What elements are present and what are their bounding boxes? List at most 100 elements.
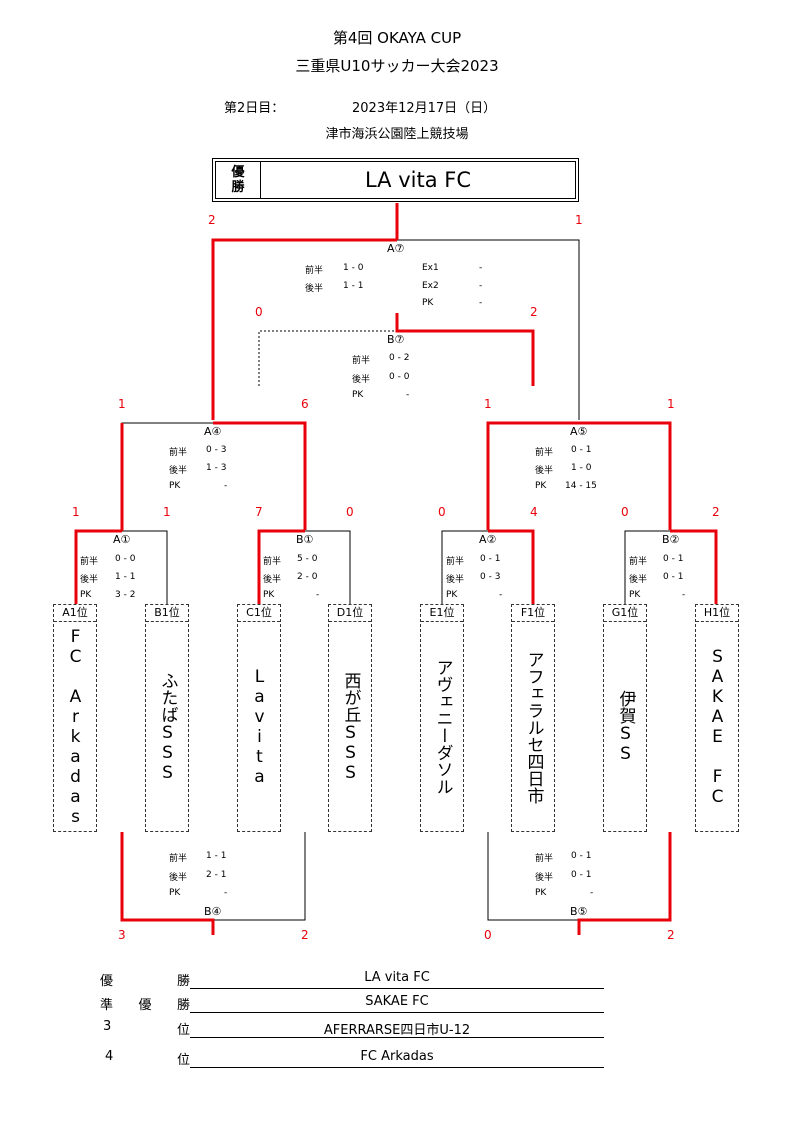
a7-pk-score: -: [479, 298, 483, 308]
a5-first-half-score: 0 - 1: [571, 445, 592, 455]
team-a1: A1位 FC Arkadas: [53, 604, 97, 832]
b5-pk-score: -: [590, 888, 594, 898]
result-team-name: SAKAE FC: [365, 994, 429, 1009]
b5-first-half-score: 0 - 1: [571, 851, 592, 861]
a4-second-half-label: 後半: [169, 466, 188, 476]
b4-first-half-label: 前半: [169, 854, 188, 864]
b7-pk-score: -: [406, 390, 410, 400]
champion-label: 優 勝: [216, 162, 261, 198]
event-date: 2023年12月17日（日）: [352, 101, 497, 116]
a5-second-half-label: 後半: [535, 466, 554, 476]
a7-score-left: 2: [208, 213, 216, 227]
a2-label: A②: [479, 533, 497, 546]
a4-score-right: 6: [301, 397, 309, 411]
tournament-title: 第4回 OKAYA CUP: [332, 29, 462, 47]
a1-second-half-score: 1 - 1: [115, 572, 136, 582]
rank-part: 勝: [176, 974, 190, 989]
b2-second-half-label: 後半: [629, 575, 648, 585]
team-name: アフェラルセ四日市: [523, 650, 544, 804]
result-team-name: FC Arkadas: [360, 1049, 434, 1064]
a1-label: A①: [113, 533, 131, 546]
b2-first-half-label: 前半: [629, 557, 648, 567]
rank-part: 優: [100, 974, 114, 989]
a7-ex1-score: -: [479, 263, 483, 273]
a7-ex2-label: Ex2: [422, 281, 439, 291]
a4-pk-score: -: [224, 481, 228, 491]
b2-first-half-score: 0 - 1: [663, 554, 684, 564]
b5-pk-label: PK: [535, 888, 547, 898]
a5-label: A⑤: [570, 425, 588, 438]
team-name: FC Arkadas: [65, 627, 86, 827]
b4-pk-label: PK: [169, 888, 181, 898]
b1-first-half-score: 5 - 0: [297, 554, 318, 564]
team-seed: D1位: [329, 605, 371, 622]
underline: [190, 1012, 604, 1013]
team-seed: G1位: [604, 605, 646, 622]
team-seed: A1位: [54, 605, 96, 622]
team-seed: H1位: [696, 605, 738, 622]
b1-score-right: 0: [346, 505, 354, 519]
a4-first-half-score: 0 - 3: [206, 445, 227, 455]
rank-label: 優 勝: [100, 970, 190, 989]
a2-second-half-score: 0 - 3: [480, 572, 501, 582]
rank-part: 位: [176, 1023, 190, 1038]
a4-score-left: 1: [118, 397, 126, 411]
a1-score-left: 1: [72, 505, 80, 519]
rank-part: 勝: [176, 998, 190, 1013]
team-name: ふたばSSS: [157, 671, 178, 783]
b2-score-right: 2: [712, 505, 720, 519]
rank-part: 準: [100, 998, 114, 1013]
team-c1: C1位 Lavita: [237, 604, 281, 832]
a2-second-half-label: 後半: [446, 575, 465, 585]
b4-pk-score: -: [224, 888, 228, 898]
team-f1: F1位 アフェラルセ四日市: [511, 604, 555, 832]
team-name: アヴェニーダソル: [432, 659, 453, 795]
team-name: 伊賀SS: [615, 690, 636, 764]
b1-label: B①: [296, 533, 314, 546]
rank-label: 3 位: [100, 1019, 190, 1038]
a2-pk-label: PK: [446, 590, 458, 600]
b1-pk-score: -: [316, 590, 320, 600]
team-e1: E1位 アヴェニーダソル: [420, 604, 464, 832]
a1-pk-score: 3 - 2: [115, 590, 136, 600]
underline: [190, 988, 604, 989]
b5-second-half-label: 後半: [535, 873, 554, 883]
b5-score-right: 2: [667, 928, 675, 942]
b2-second-half-score: 0 - 1: [663, 572, 684, 582]
a7-ex1-label: Ex1: [422, 263, 439, 273]
team-b1: B1位 ふたばSSS: [145, 604, 189, 832]
result-row-third: 3 位 AFERRARSE四日市U-12: [100, 1015, 604, 1038]
a5-score-right: 1: [667, 397, 675, 411]
b2-label: B②: [662, 533, 680, 546]
team-seed: E1位: [421, 605, 463, 622]
a5-score-left: 1: [484, 397, 492, 411]
champion-name: LA vita FC: [364, 168, 471, 192]
rank-label: 4 位: [100, 1049, 190, 1068]
team-name: 西が丘SSS: [340, 671, 361, 783]
a7-first-half-score: 1 - 0: [343, 263, 364, 273]
a2-pk-score: -: [499, 590, 503, 600]
b7-pk-label: PK: [352, 390, 364, 400]
b7-label: B⑦: [387, 333, 405, 346]
b7-first-half-label: 前半: [352, 356, 371, 366]
b1-score-left: 7: [255, 505, 263, 519]
b2-pk-label: PK: [629, 590, 641, 600]
tournament-subtitle: 三重県U10サッカー大会2023: [295, 57, 499, 75]
champion-box: 優 勝 LA vita FC: [212, 158, 579, 202]
day-label: 第2日目：: [224, 101, 285, 116]
a1-first-half-score: 0 - 0: [115, 554, 136, 564]
b7-score-right: 2: [530, 305, 538, 319]
a4-pk-label: PK: [169, 481, 181, 491]
b4-label: B④: [204, 905, 222, 918]
a1-score-right: 1: [163, 505, 171, 519]
a5-pk-score: 14 - 15: [565, 481, 597, 491]
rank-label: 準 優 勝: [100, 994, 190, 1013]
b4-first-half-score: 1 - 1: [206, 851, 227, 861]
team-name: SAKAE FC: [707, 647, 728, 807]
b2-score-left: 0: [621, 505, 629, 519]
a5-pk-label: PK: [535, 481, 547, 491]
b4-score-left: 3: [118, 928, 126, 942]
team-seed: B1位: [146, 605, 188, 622]
a1-second-half-label: 後半: [80, 575, 99, 585]
